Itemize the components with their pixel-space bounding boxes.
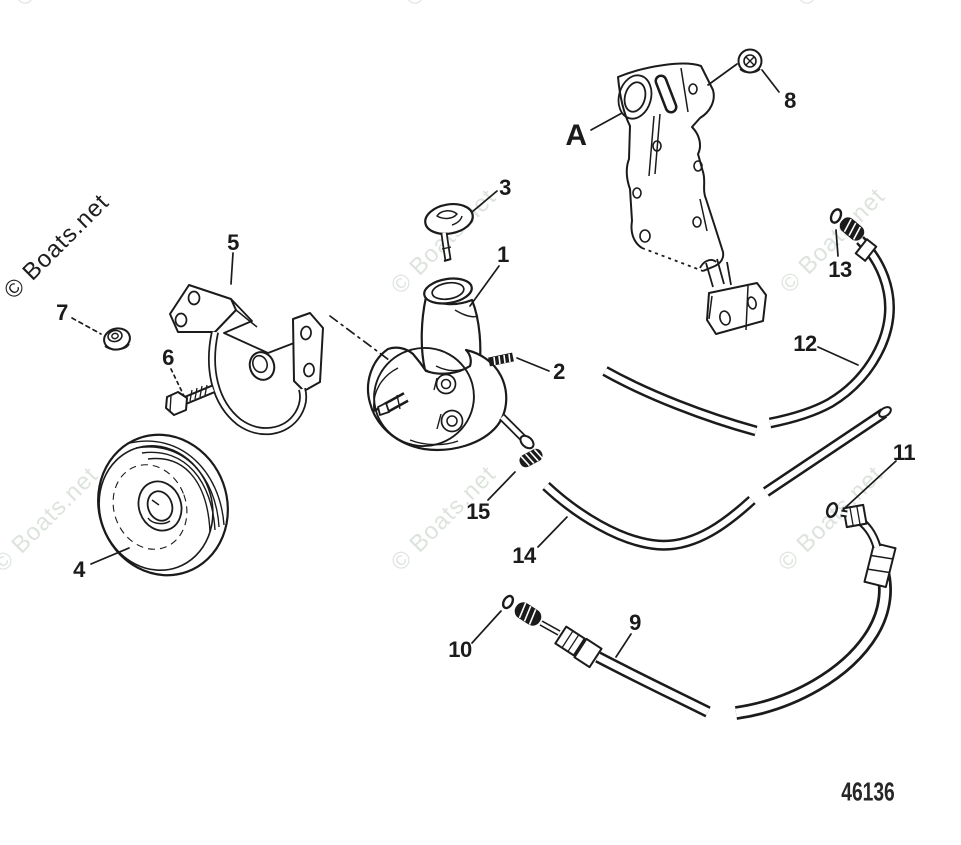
- nut-8-drawing: [737, 48, 763, 74]
- callout-6: 6: [162, 345, 174, 370]
- callout-10: 10: [448, 637, 472, 662]
- callout-11: 11: [892, 440, 916, 465]
- callout-15: 15: [466, 499, 490, 524]
- spring-15-drawing: [519, 448, 544, 468]
- callout-3: 3: [499, 175, 511, 200]
- o-ring-10: [501, 594, 515, 610]
- callout-2: 2: [553, 359, 565, 384]
- hose-14-drawing: [542, 481, 756, 551]
- bolt-6-drawing: [165, 384, 215, 416]
- hose-9-drawing: [501, 502, 897, 720]
- callout-5: 5: [227, 230, 239, 255]
- fitting-2-drawing: [488, 352, 514, 367]
- callout-1: 1: [497, 242, 509, 267]
- leader-lines: [71, 63, 897, 658]
- hose-12-drawing: [768, 208, 895, 429]
- callout-13: 13: [828, 257, 852, 282]
- pulley-drawing: [97, 433, 229, 577]
- nut-7-drawing: [103, 327, 131, 351]
- bracket-a-drawing: [617, 62, 767, 335]
- callout-12: 12: [793, 331, 817, 356]
- callout-9: 9: [629, 610, 641, 635]
- callout-7: 7: [56, 300, 68, 325]
- callout-14: 14: [512, 543, 536, 568]
- callout-8: 8: [784, 88, 796, 113]
- callout-4: 4: [73, 557, 85, 582]
- callout-a: A: [565, 119, 587, 152]
- drawing-number: 46136: [841, 776, 895, 807]
- pump-drawing: [366, 277, 535, 451]
- tube-segments-drawing: [602, 366, 892, 497]
- cap-3-drawing: [424, 203, 474, 262]
- o-ring-13: [829, 208, 843, 224]
- o-ring-11: [825, 502, 839, 518]
- bracket-5-drawing: [169, 284, 324, 436]
